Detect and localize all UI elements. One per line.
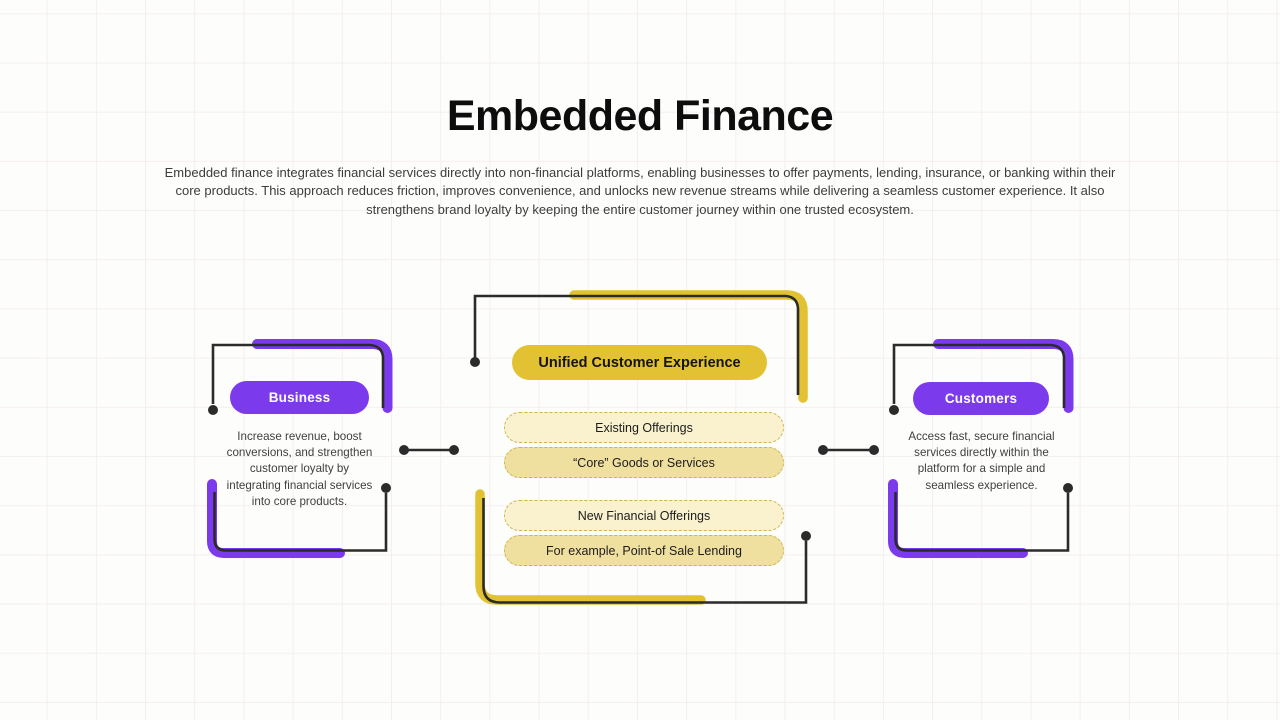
slide-subtitle: Embedded finance integrates financial se… <box>164 165 1116 217</box>
business-node-pill: Business <box>230 381 369 414</box>
business-center-link-dot-right <box>449 445 459 455</box>
offering-item-point-of-sale-lending: For example, Point-of Sale Lending <box>504 535 784 566</box>
business-center-link-dot-left <box>399 445 409 455</box>
customers-bottom-connector-line <box>894 492 1070 552</box>
unified-customer-experience-label: Unified Customer Experience <box>538 354 741 371</box>
customers-node-label: Customers <box>944 391 1018 406</box>
customers-top-connector-dot <box>889 405 899 415</box>
customers-description: Access fast, secure financial services d… <box>908 430 1055 492</box>
business-bottom-connector-dot <box>381 483 391 493</box>
center-customers-link-dot-left <box>818 445 828 455</box>
offering-item-core-goods-or-services: “Core” Goods or Services <box>504 447 784 478</box>
offering-item-label: “Core” Goods or Services <box>573 455 715 470</box>
business-description: Increase revenue, boost conversions, and… <box>226 430 373 508</box>
customers-node-pill: Customers <box>913 382 1049 415</box>
business-top-connector-dot <box>208 405 218 415</box>
center-customers-link-dot-right <box>869 445 879 455</box>
offering-item-label: New Financial Offerings <box>577 508 711 523</box>
page-title: Embedded Finance <box>446 92 834 140</box>
offering-item-label: Existing Offerings <box>595 420 693 435</box>
business-node-label: Business <box>268 390 331 405</box>
customers-bottom-bracket <box>888 479 1028 558</box>
customers-bottom-connector-dot <box>1063 483 1073 493</box>
center-top-connector-dot <box>470 357 480 367</box>
center-bottom-connector-dot <box>801 531 811 541</box>
offering-item-new-financial-offerings: New Financial Offerings <box>504 500 784 531</box>
offering-item-existing-offerings: Existing Offerings <box>504 412 784 443</box>
unified-customer-experience-pill: Unified Customer Experience <box>512 345 767 380</box>
offering-item-label: For example, Point-of Sale Lending <box>546 543 742 558</box>
